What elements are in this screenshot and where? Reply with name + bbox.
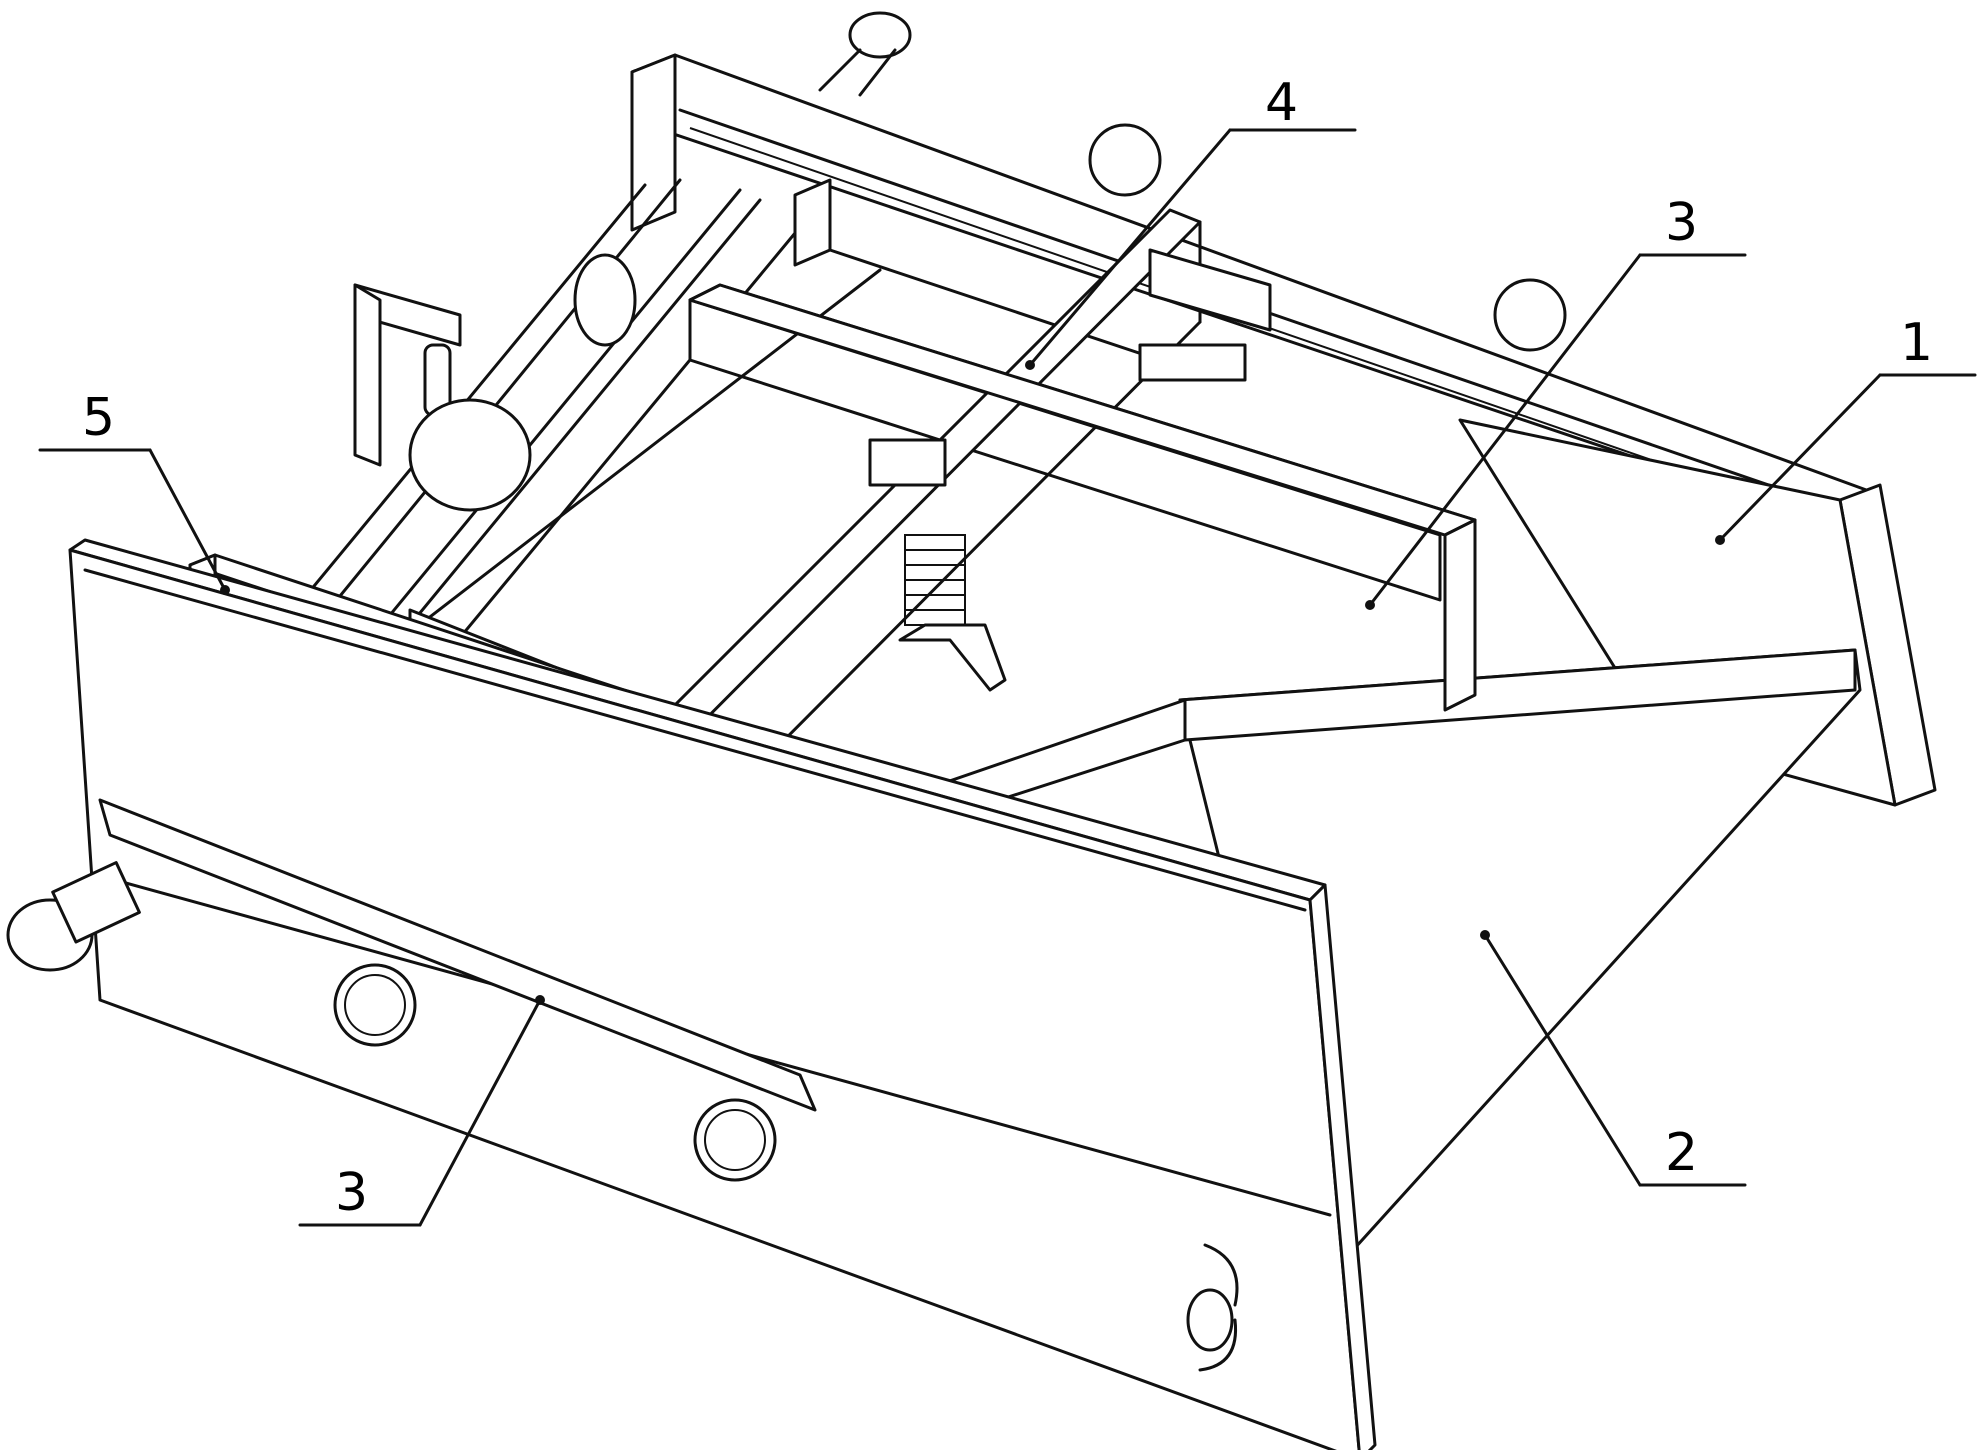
spring-damper xyxy=(898,534,1007,692)
callout-2: 2 xyxy=(1665,1123,1698,1183)
adjust-knob-icon xyxy=(1186,1243,1239,1372)
hand-wheel-top-icon xyxy=(1088,123,1567,352)
left-post xyxy=(353,283,462,467)
callout-3-top: 3 xyxy=(1665,193,1698,253)
base-plate xyxy=(1178,558,1862,1272)
front-plate xyxy=(68,538,1377,1450)
front-rod xyxy=(6,798,817,1112)
hand-wheel-left-icon xyxy=(333,963,417,1047)
inner-tray xyxy=(398,178,1477,642)
callout-1: 1 xyxy=(1900,313,1933,373)
hand-wheel-right-icon xyxy=(693,1098,777,1182)
leader-lines xyxy=(38,128,1977,1227)
callout-5: 5 xyxy=(82,388,115,448)
top-knob-icon xyxy=(818,11,912,97)
guide-rods xyxy=(218,178,812,712)
upper-plate xyxy=(688,283,1477,712)
callout-4: 4 xyxy=(1265,73,1298,133)
callout-3-bottom: 3 xyxy=(335,1163,368,1223)
